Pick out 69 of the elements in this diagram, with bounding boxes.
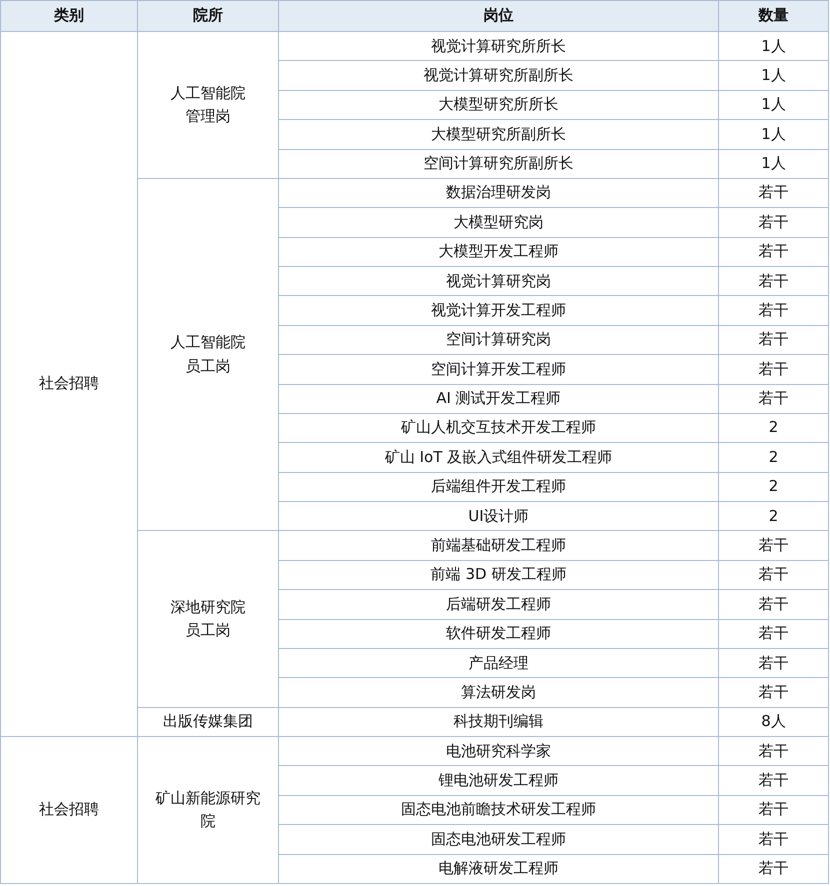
table-cell: 视觉计算研究所所长 <box>279 32 719 62</box>
table-cell: 社会招聘 <box>1 737 138 884</box>
table-cell: 固态电池研发工程师 <box>279 825 719 855</box>
table-cell: 前端基础研发工程师 <box>279 531 719 561</box>
table-cell: 若干 <box>719 326 829 356</box>
table-cell: 后端组件开发工程师 <box>279 472 719 502</box>
table-cell: 算法研发岗 <box>279 678 719 708</box>
table-cell: 若干 <box>719 208 829 238</box>
table-cell: 若干 <box>719 355 829 385</box>
table-cell: 8人 <box>719 708 829 738</box>
table-cell: 若干 <box>719 267 829 296</box>
header-cell: 岗位 <box>279 1 719 32</box>
table-cell: UI设计师 <box>279 502 719 532</box>
table-cell: 若干 <box>719 296 829 326</box>
table-cell: 大模型研究所副所长 <box>279 120 719 150</box>
table-cell: 锂电池研发工程师 <box>279 766 719 796</box>
table-cell: 1人 <box>719 61 829 91</box>
table-cell: AI 测试开发工程师 <box>279 384 719 414</box>
table-cell: 1人 <box>719 120 829 150</box>
table-cell: 2 <box>719 443 829 473</box>
table-cell: 若干 <box>719 620 829 649</box>
table-cell: 视觉计算开发工程师 <box>279 296 719 326</box>
table-cell: 矿山人机交互技术开发工程师 <box>279 414 719 444</box>
table-cell: 1人 <box>719 32 829 62</box>
table-cell: 若干 <box>719 178 829 208</box>
table-cell: 矿山 IoT 及嵌入式组件研发工程师 <box>279 443 719 473</box>
table-cell: 若干 <box>719 560 829 590</box>
table-cell: 若干 <box>719 854 829 884</box>
table-cell: 空间计算开发工程师 <box>279 355 719 385</box>
table-cell: 若干 <box>719 825 829 855</box>
table-cell: 若干 <box>719 648 829 678</box>
table-cell: 数据治理研发岗 <box>279 178 719 208</box>
table-cell: 大模型研究岗 <box>279 208 719 238</box>
table-cell: 科技期刊编辑 <box>279 708 719 738</box>
table-cell: 大模型开发工程师 <box>279 238 719 268</box>
table-cell: 空间计算研究岗 <box>279 326 719 356</box>
header-cell: 数量 <box>719 1 829 32</box>
table-cell: 视觉计算研究所副所长 <box>279 61 719 91</box>
table-cell: 若干 <box>719 796 829 826</box>
table-cell: 软件研发工程师 <box>279 620 719 649</box>
table-cell: 2 <box>719 414 829 444</box>
table-cell: 固态电池前瞻技术研发工程师 <box>279 796 719 826</box>
table-cell: 大模型研究所所长 <box>279 90 719 120</box>
table-cell: 人工智能院管理岗 <box>138 32 279 179</box>
table-cell: 若干 <box>719 737 829 766</box>
table-cell: 社会招聘 <box>1 32 138 738</box>
table-cell: 人工智能院员工岗 <box>138 178 279 532</box>
table-cell: 前端 3D 研发工程师 <box>279 560 719 590</box>
table-cell: 矿山新能源研究院 <box>138 737 279 884</box>
table-cell: 若干 <box>719 678 829 708</box>
table-cell: 若干 <box>719 766 829 796</box>
table-cell: 1人 <box>719 150 829 179</box>
header-cell: 类别 <box>1 1 138 32</box>
table-cell: 产品经理 <box>279 648 719 678</box>
table-cell: 2 <box>719 502 829 532</box>
table-cell: 电池研究科学家 <box>279 737 719 766</box>
table-cell: 2 <box>719 472 829 502</box>
table-cell: 若干 <box>719 238 829 268</box>
table-cell: 后端研发工程师 <box>279 590 719 620</box>
header-cell: 院所 <box>138 1 279 32</box>
table-cell: 若干 <box>719 531 829 561</box>
table-cell: 空间计算研究所副所长 <box>279 150 719 179</box>
table-cell: 深地研究院员工岗 <box>138 531 279 708</box>
table-cell: 1人 <box>719 90 829 120</box>
table-cell: 电解液研发工程师 <box>279 854 719 884</box>
table-cell: 若干 <box>719 590 829 620</box>
table-cell: 若干 <box>719 384 829 414</box>
table-cell: 视觉计算研究岗 <box>279 267 719 296</box>
table-cell: 出版传媒集团 <box>138 708 279 738</box>
